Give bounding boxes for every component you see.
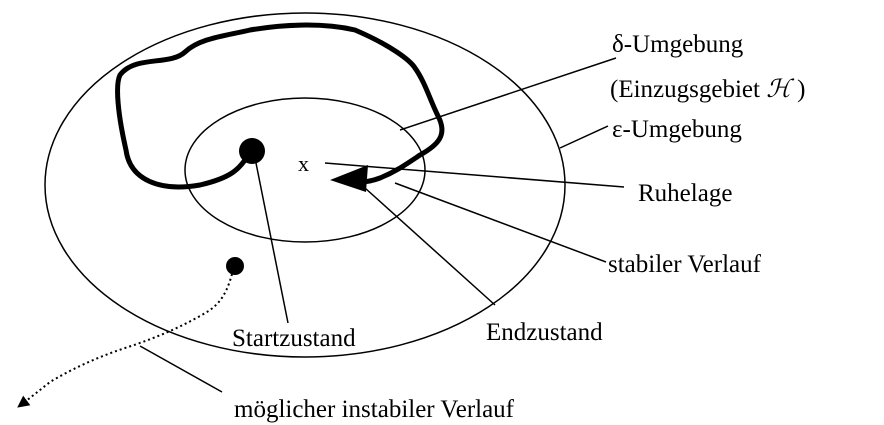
leader-rest xyxy=(324,162,625,188)
rest-point-marker: x xyxy=(298,151,309,176)
basin-label: (Einzugsgebiet ℋ ) xyxy=(610,76,806,103)
start-state-dot xyxy=(239,138,265,164)
stable-course-label: stabiler Verlauf xyxy=(608,251,762,278)
end-state-label: Endzustand xyxy=(486,319,603,346)
leader-start xyxy=(255,162,289,324)
epsilon-neighbourhood-label: ε-Umgebung xyxy=(612,116,742,143)
delta-neighbourhood-label: δ-Umgebung xyxy=(612,31,744,58)
leader-stable xyxy=(394,182,607,263)
rest-position-label: Ruhelage xyxy=(638,180,732,207)
stable-trajectory-curve xyxy=(115,22,445,190)
unstable-trajectory-dotted xyxy=(17,273,233,408)
epsilon-neighbourhood-ellipse xyxy=(44,12,566,358)
end-state-arrowhead xyxy=(330,165,368,192)
delta-neighbourhood-ellipse xyxy=(184,97,426,243)
start-state-label: Startzustand xyxy=(232,325,356,352)
leader-unstable xyxy=(139,345,223,393)
unstable-course-label: möglicher instabiler Verlauf xyxy=(234,396,515,423)
unstable-start-dot xyxy=(226,257,244,275)
leader-epsilon xyxy=(559,125,609,149)
leader-end xyxy=(364,187,496,306)
leader-delta xyxy=(399,57,617,131)
basin-symbol: ℋ xyxy=(766,76,795,103)
